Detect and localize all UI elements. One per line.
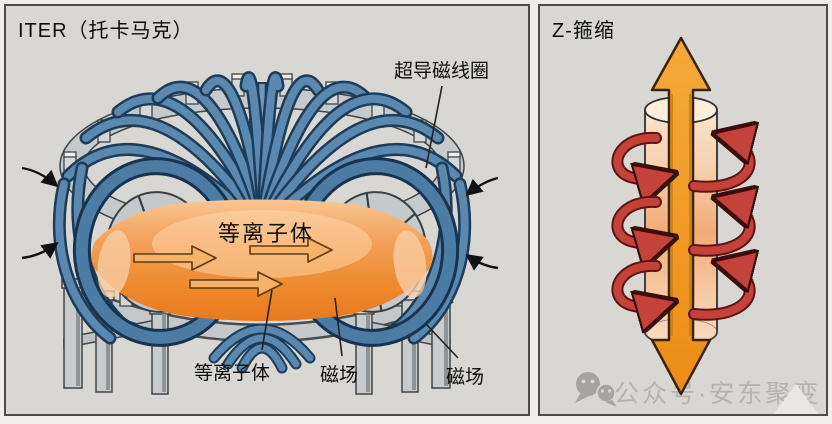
plasma-bottom-label: 等离子体 (194, 363, 271, 384)
tokamak-illustration (21, 71, 499, 395)
panel-iter-tokamak: ITER（托卡马克） (4, 4, 530, 416)
plasma-torus (91, 199, 433, 321)
corner-triangle-decoration (774, 384, 818, 414)
magnetic-field-label-outer: 磁场 (446, 367, 485, 388)
panel-title-iter: ITER（托卡马克） (18, 20, 194, 42)
magnetic-field-loops (611, 136, 749, 315)
bottom-coil-arches (208, 323, 316, 374)
external-force-arrows (21, 166, 499, 271)
magnetic-field-label-inner: 磁场 (320, 365, 359, 386)
zpinch-illustration (575, 36, 818, 414)
superconducting-coil-label: 超导磁线圈 (394, 61, 490, 82)
panel-title-zpinch: Z-箍缩 (552, 20, 615, 42)
label-leader-lines (261, 85, 459, 359)
plasma-label: 等离子体 (218, 221, 315, 246)
wechat-icon (575, 372, 617, 407)
plasma-current-arrows (133, 237, 333, 297)
panel-z-pinch: Z-箍缩 公众号·安东聚变 (538, 4, 828, 416)
